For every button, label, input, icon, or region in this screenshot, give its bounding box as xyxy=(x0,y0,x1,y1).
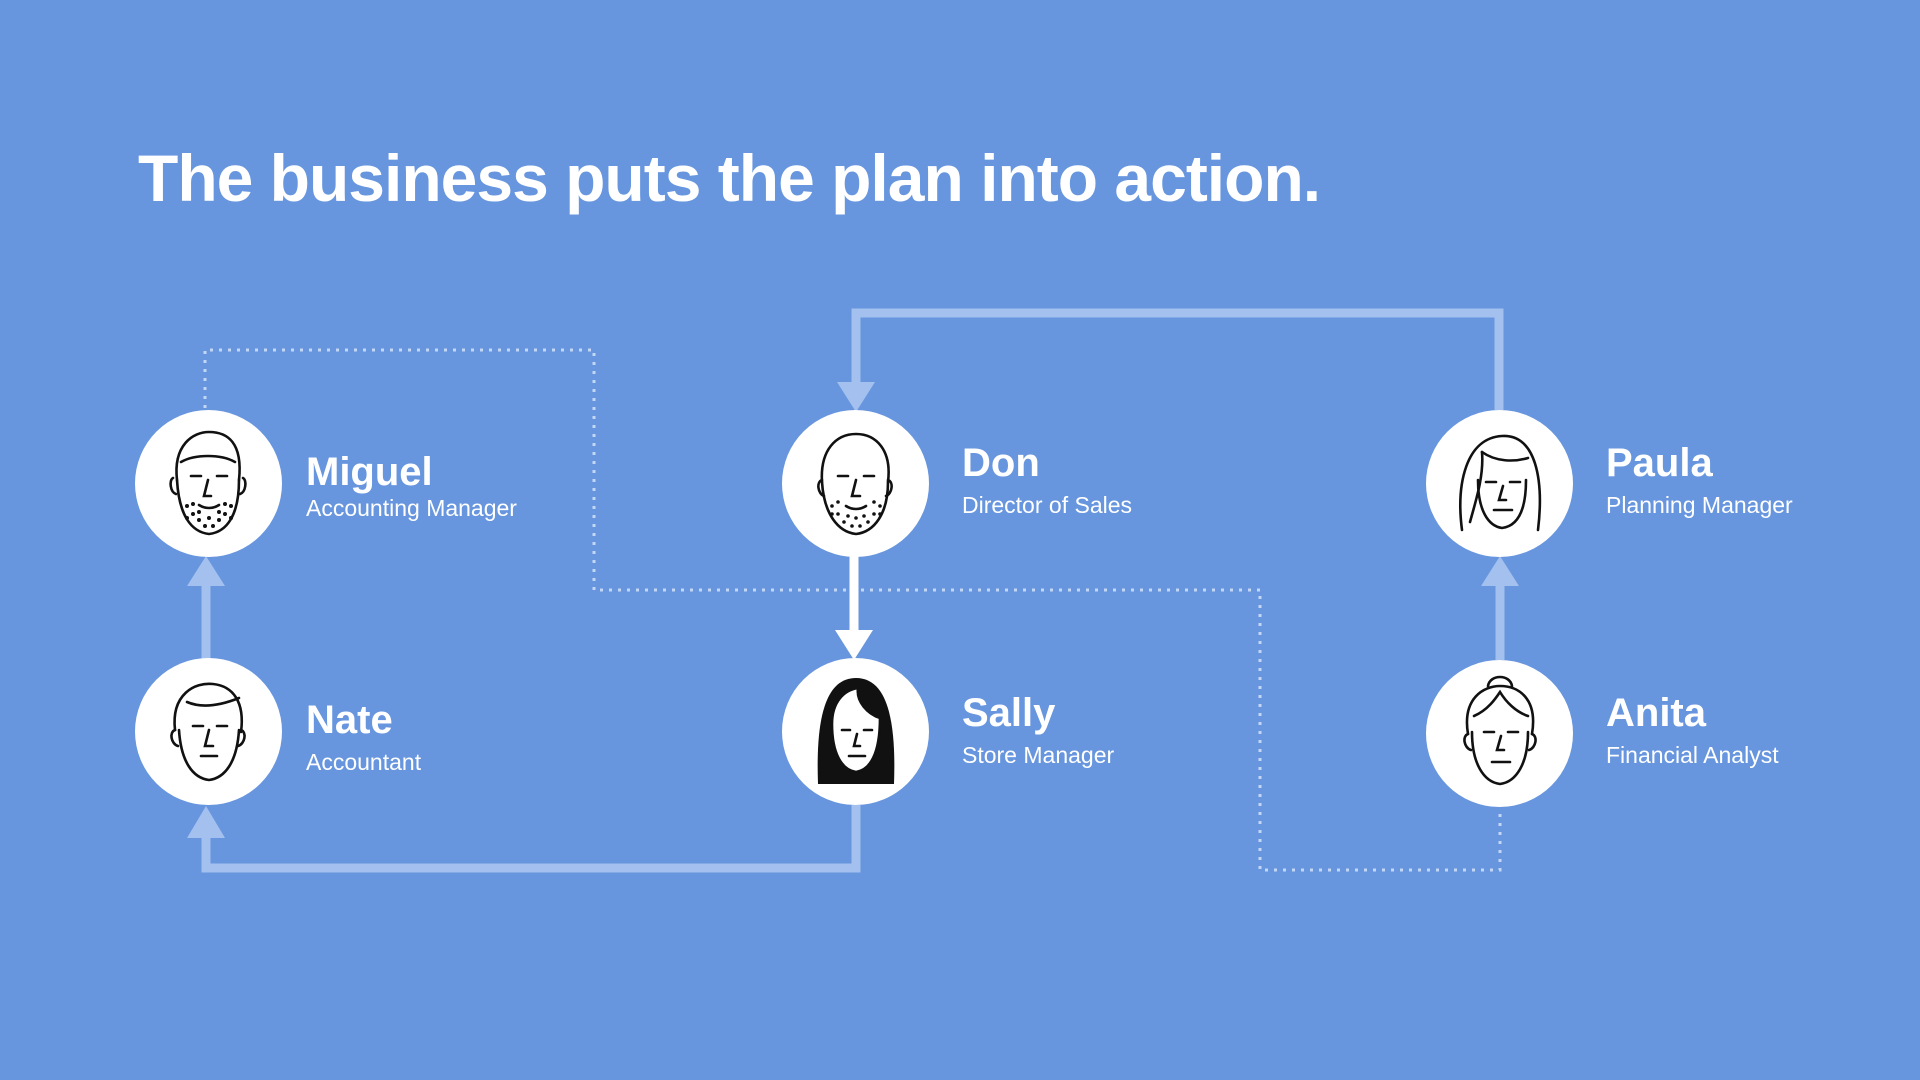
page-title: The business puts the plan into action. xyxy=(138,141,1321,215)
avatar-paula xyxy=(1426,410,1573,557)
label-miguel: Miguel Accounting Manager xyxy=(306,449,517,523)
person-role: Director of Sales xyxy=(962,492,1133,518)
avatar-miguel xyxy=(135,410,282,557)
arrow-into-sally xyxy=(835,630,873,660)
arrow-into-paula xyxy=(1481,556,1519,586)
avatar-nate xyxy=(135,658,282,805)
arrow-into-miguel xyxy=(187,556,225,586)
person-name: Miguel xyxy=(306,450,433,494)
bearded-man-face-icon xyxy=(169,430,247,536)
link-paula-to-don xyxy=(851,308,1504,410)
person-name: Paula xyxy=(1606,441,1713,485)
arrow-into-don xyxy=(837,382,875,412)
label-don: Don Director of Sales xyxy=(962,440,1132,520)
person-role: Accountant xyxy=(306,749,422,775)
label-anita: Anita Financial Analyst xyxy=(1606,690,1779,770)
link-sally-to-nate xyxy=(201,805,861,873)
arrow-into-nate xyxy=(187,806,225,838)
person-role: Financial Analyst xyxy=(1606,742,1779,768)
long-haired-woman-face-icon xyxy=(817,678,895,784)
person-name: Nate xyxy=(306,698,393,742)
person-role: Planning Manager xyxy=(1606,492,1793,518)
avatar-sally xyxy=(782,658,929,805)
label-sally: Sally Store Manager xyxy=(962,690,1114,770)
label-nate: Nate Accountant xyxy=(306,697,421,777)
person-name: Anita xyxy=(1606,691,1706,735)
young-man-face-icon xyxy=(170,682,246,782)
person-name: Sally xyxy=(962,691,1056,735)
avatar-don xyxy=(782,410,929,557)
person-name: Don xyxy=(962,441,1040,485)
woman-face-icon xyxy=(1459,434,1542,532)
dotted-link-miguel-sally xyxy=(203,348,1502,872)
label-paula: Paula Planning Manager xyxy=(1606,440,1793,520)
woman-with-bun-face-icon xyxy=(1463,675,1537,786)
person-role: Accounting Manager xyxy=(306,495,517,521)
person-role: Store Manager xyxy=(962,742,1115,768)
bald-man-face-icon xyxy=(817,432,893,536)
avatar-anita xyxy=(1426,660,1573,807)
